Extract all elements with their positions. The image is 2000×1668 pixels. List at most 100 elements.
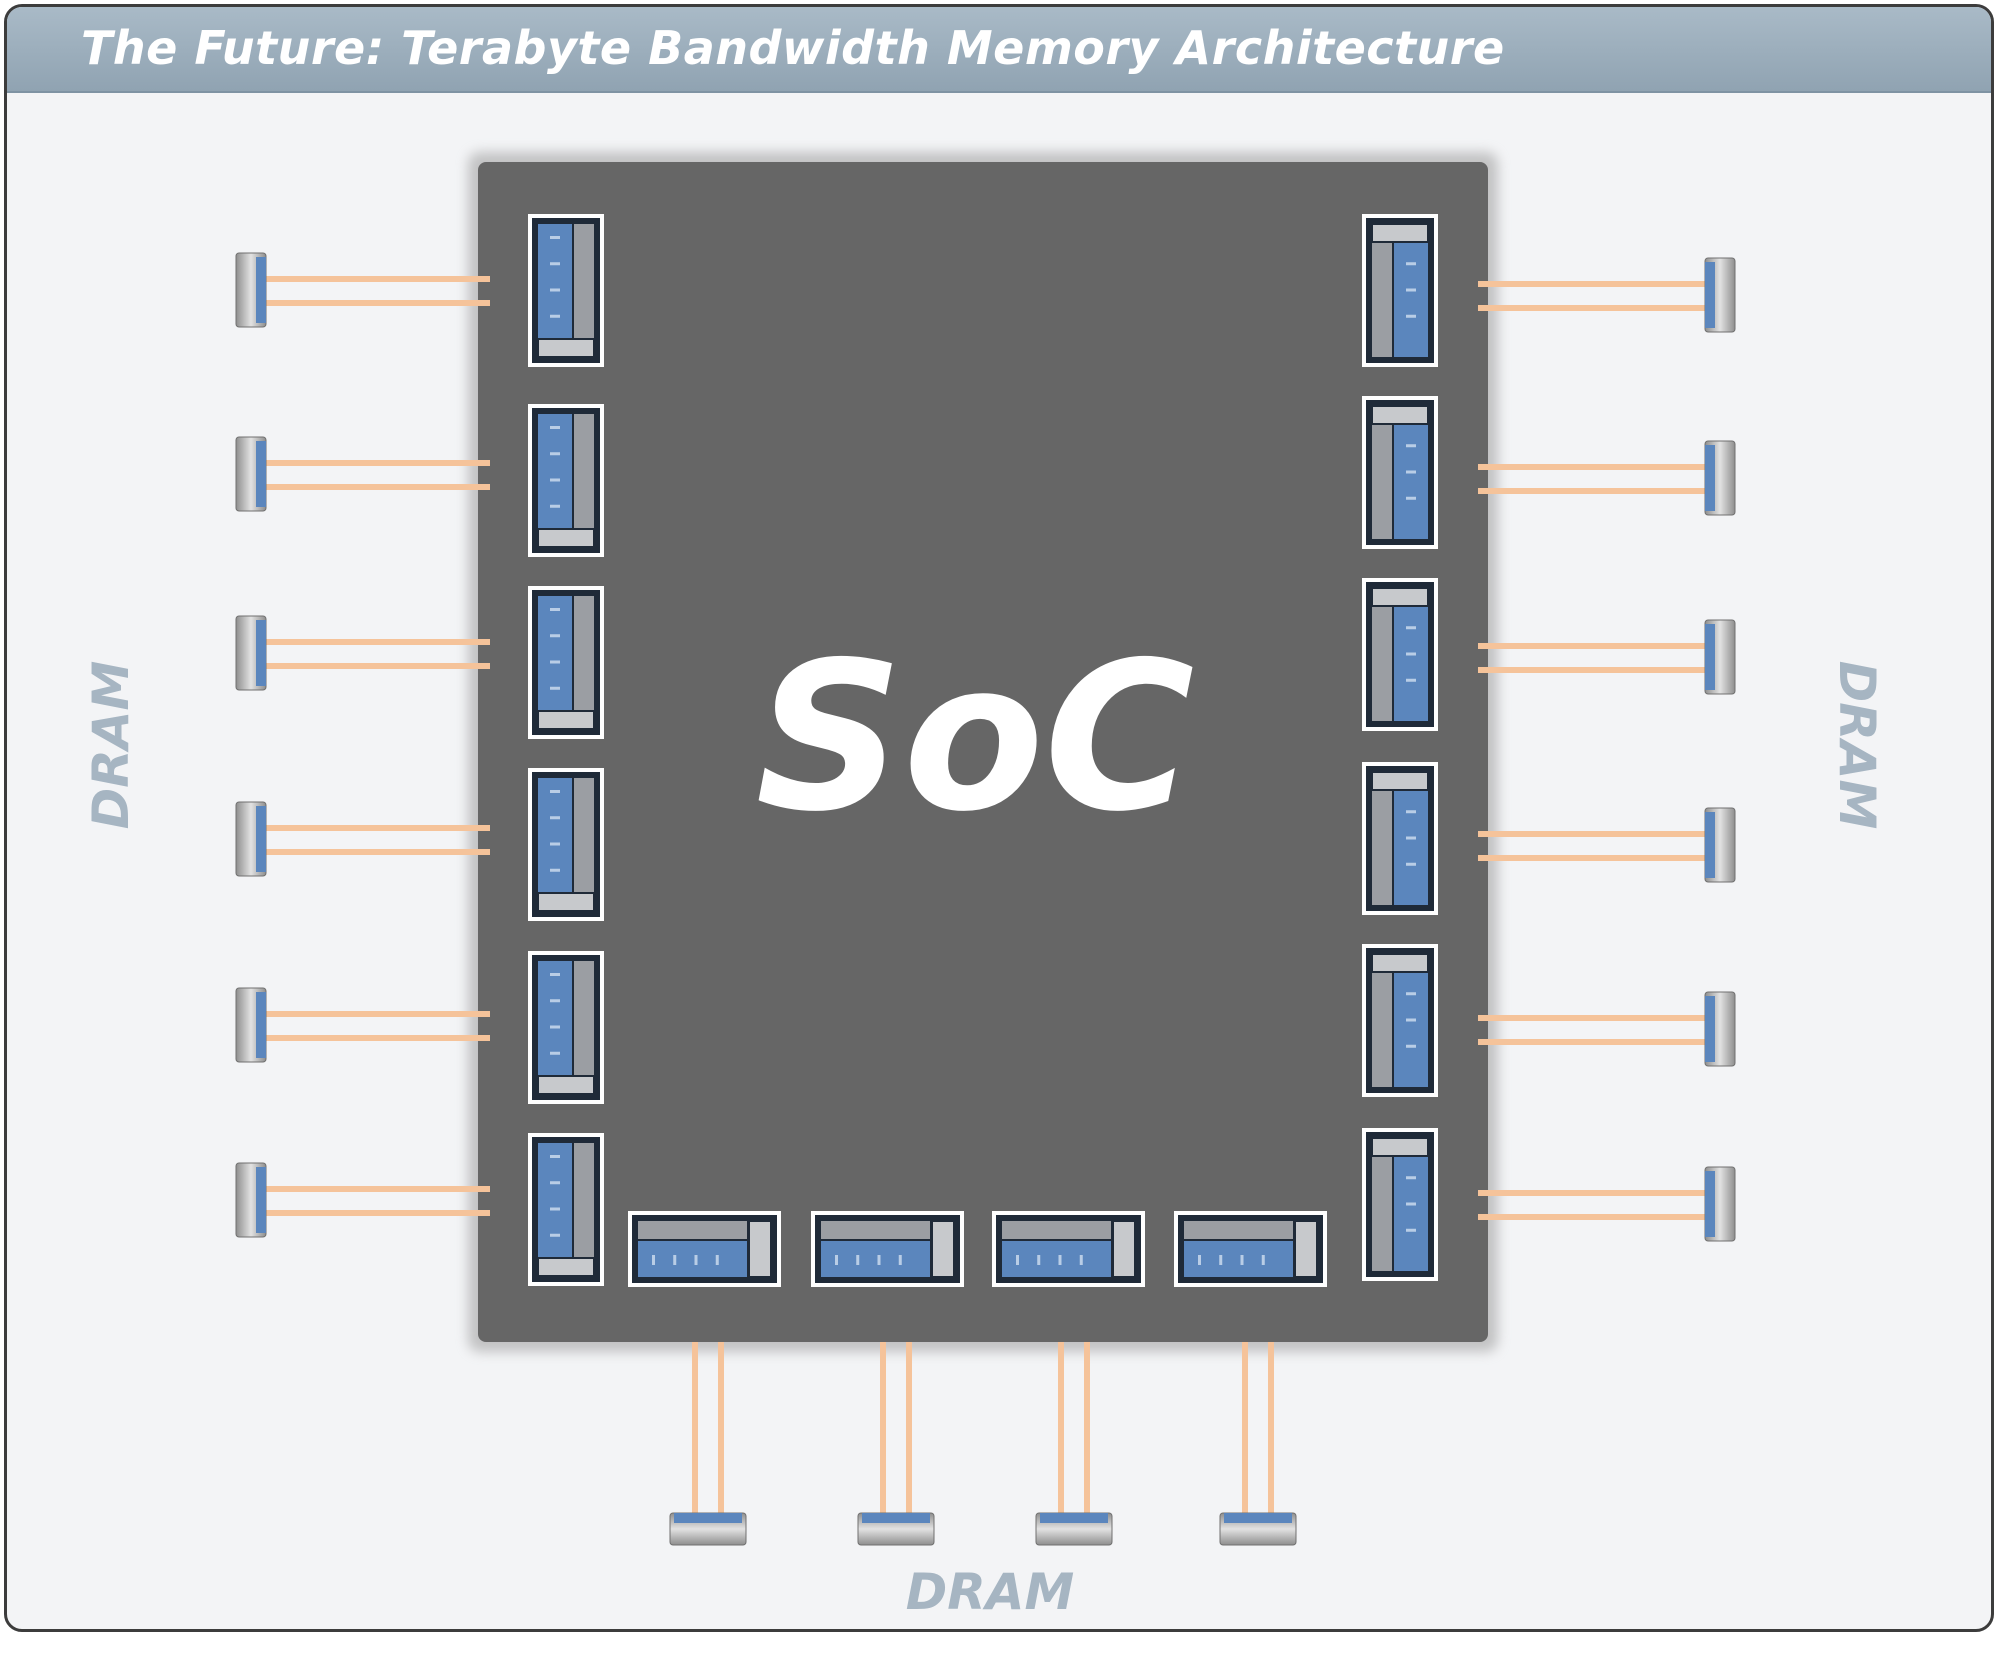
link-right-0-b [1478, 305, 1705, 311]
dram-chip-left-0 [235, 252, 267, 328]
link-right-2-b [1478, 667, 1705, 673]
controller-logic [1002, 1221, 1111, 1239]
link-right-3-a [1478, 831, 1705, 837]
dram-chip-left-2 [235, 615, 267, 691]
controller-cap [537, 892, 595, 912]
link-bottom-3-b [1268, 1342, 1274, 1513]
dram-interface [256, 441, 266, 507]
phy-lane-mark [550, 1025, 560, 1029]
dram-interface [256, 620, 266, 686]
dram-interface [1705, 262, 1715, 328]
dram-chip-right-1 [1704, 440, 1736, 516]
memory-controller-right-1 [1362, 396, 1438, 549]
phy-lane-mark [1406, 626, 1416, 630]
phy-lane-mark [715, 1255, 719, 1265]
link-right-3-b [1478, 855, 1705, 861]
dram-chip-left-1 [235, 436, 267, 512]
controller-cap [1371, 1137, 1429, 1157]
controller-phy [821, 1241, 930, 1277]
link-bottom-1-b [906, 1342, 912, 1513]
phy-lane-mark [550, 426, 560, 429]
phy-lane-mark [1198, 1255, 1201, 1265]
controller-cap [1371, 223, 1429, 243]
dram-chip-right-3 [1704, 807, 1736, 883]
memory-controller-right-3 [1362, 762, 1438, 915]
dram-interface [1705, 624, 1715, 690]
phy-lane-mark [1406, 1202, 1416, 1206]
memory-controller-left-3 [528, 768, 604, 921]
phy-lane-mark [550, 1233, 560, 1237]
link-left-3-b [266, 849, 490, 855]
phy-lane-mark [550, 288, 560, 292]
phy-lane-mark [1058, 1255, 1062, 1265]
link-left-3-a [266, 825, 490, 831]
link-right-4-a [1478, 1015, 1705, 1021]
phy-lane-mark [1406, 862, 1416, 866]
dram-interface [256, 257, 266, 323]
phy-lane-mark [673, 1255, 677, 1265]
link-bottom-0-b [718, 1342, 724, 1513]
dram-interface [1705, 1171, 1715, 1237]
link-left-1-b [266, 484, 490, 490]
phy-lane-mark [1406, 1176, 1416, 1180]
phy-lane-mark [1240, 1255, 1244, 1265]
link-bottom-2-b [1084, 1342, 1090, 1513]
phy-lane-mark [1406, 262, 1416, 266]
link-left-0-b [266, 300, 490, 306]
controller-cap [537, 710, 595, 730]
link-left-1-a [266, 460, 490, 466]
link-left-0-a [266, 276, 490, 282]
controller-logic [1372, 406, 1392, 539]
controller-cap [537, 528, 595, 548]
phy-lane-mark [550, 314, 560, 318]
phy-lane-mark [1406, 1228, 1416, 1232]
controller-logic [1372, 1138, 1392, 1271]
link-right-0-a [1478, 281, 1705, 287]
memory-controller-left-5 [528, 1133, 604, 1286]
phy-lane-mark [550, 504, 560, 508]
phy-lane-mark [1406, 652, 1416, 656]
controller-logic [574, 224, 594, 357]
controller-cap [931, 1220, 955, 1278]
phy-lane-mark [1406, 470, 1416, 474]
controller-cap [1371, 953, 1429, 973]
dram-chips [235, 252, 1736, 1546]
controller-cap [537, 1257, 595, 1277]
memory-controller-left-2 [528, 586, 604, 739]
memory-controllers [528, 214, 1438, 1287]
dram-chip-right-5 [1704, 1166, 1736, 1242]
phy-lane-mark [550, 634, 560, 638]
phy-lane-mark [1219, 1255, 1223, 1265]
link-bottom-3-a [1242, 1342, 1248, 1513]
dram-chip-bottom-2 [1035, 1512, 1113, 1546]
phy-lane-mark [877, 1255, 881, 1265]
controller-cap [748, 1220, 772, 1278]
dram-chip-bottom-3 [1219, 1512, 1297, 1546]
memory-controller-left-1 [528, 404, 604, 557]
dram-chip-bottom-0 [669, 1512, 747, 1546]
phy-lane-mark [1037, 1255, 1041, 1265]
phy-lane-mark [550, 660, 560, 664]
controller-logic [574, 1143, 594, 1276]
link-left-5-a [266, 1186, 490, 1192]
dram-interface [862, 1513, 930, 1523]
dram-label-right: DRAM [1828, 661, 1886, 829]
phy-lane-mark [550, 973, 560, 976]
memory-controller-bottom-3 [1174, 1211, 1327, 1287]
phy-lane-mark [1406, 836, 1416, 840]
phy-lane-mark [550, 478, 560, 482]
dram-interface [1705, 996, 1715, 1062]
phy-lane-mark [550, 686, 560, 690]
controller-logic [574, 414, 594, 547]
controller-phy [638, 1241, 747, 1277]
memory-controller-right-5 [1362, 1128, 1438, 1281]
controller-logic [821, 1221, 930, 1239]
soc-label: SoC [756, 619, 1195, 857]
memory-controller-bottom-0 [628, 1211, 781, 1287]
dram-interface [1224, 1513, 1292, 1523]
soc-die-group: SoC [468, 152, 1498, 1352]
phy-lane-mark [550, 842, 560, 846]
dram-interface [256, 992, 266, 1058]
link-bottom-0-a [692, 1342, 698, 1513]
